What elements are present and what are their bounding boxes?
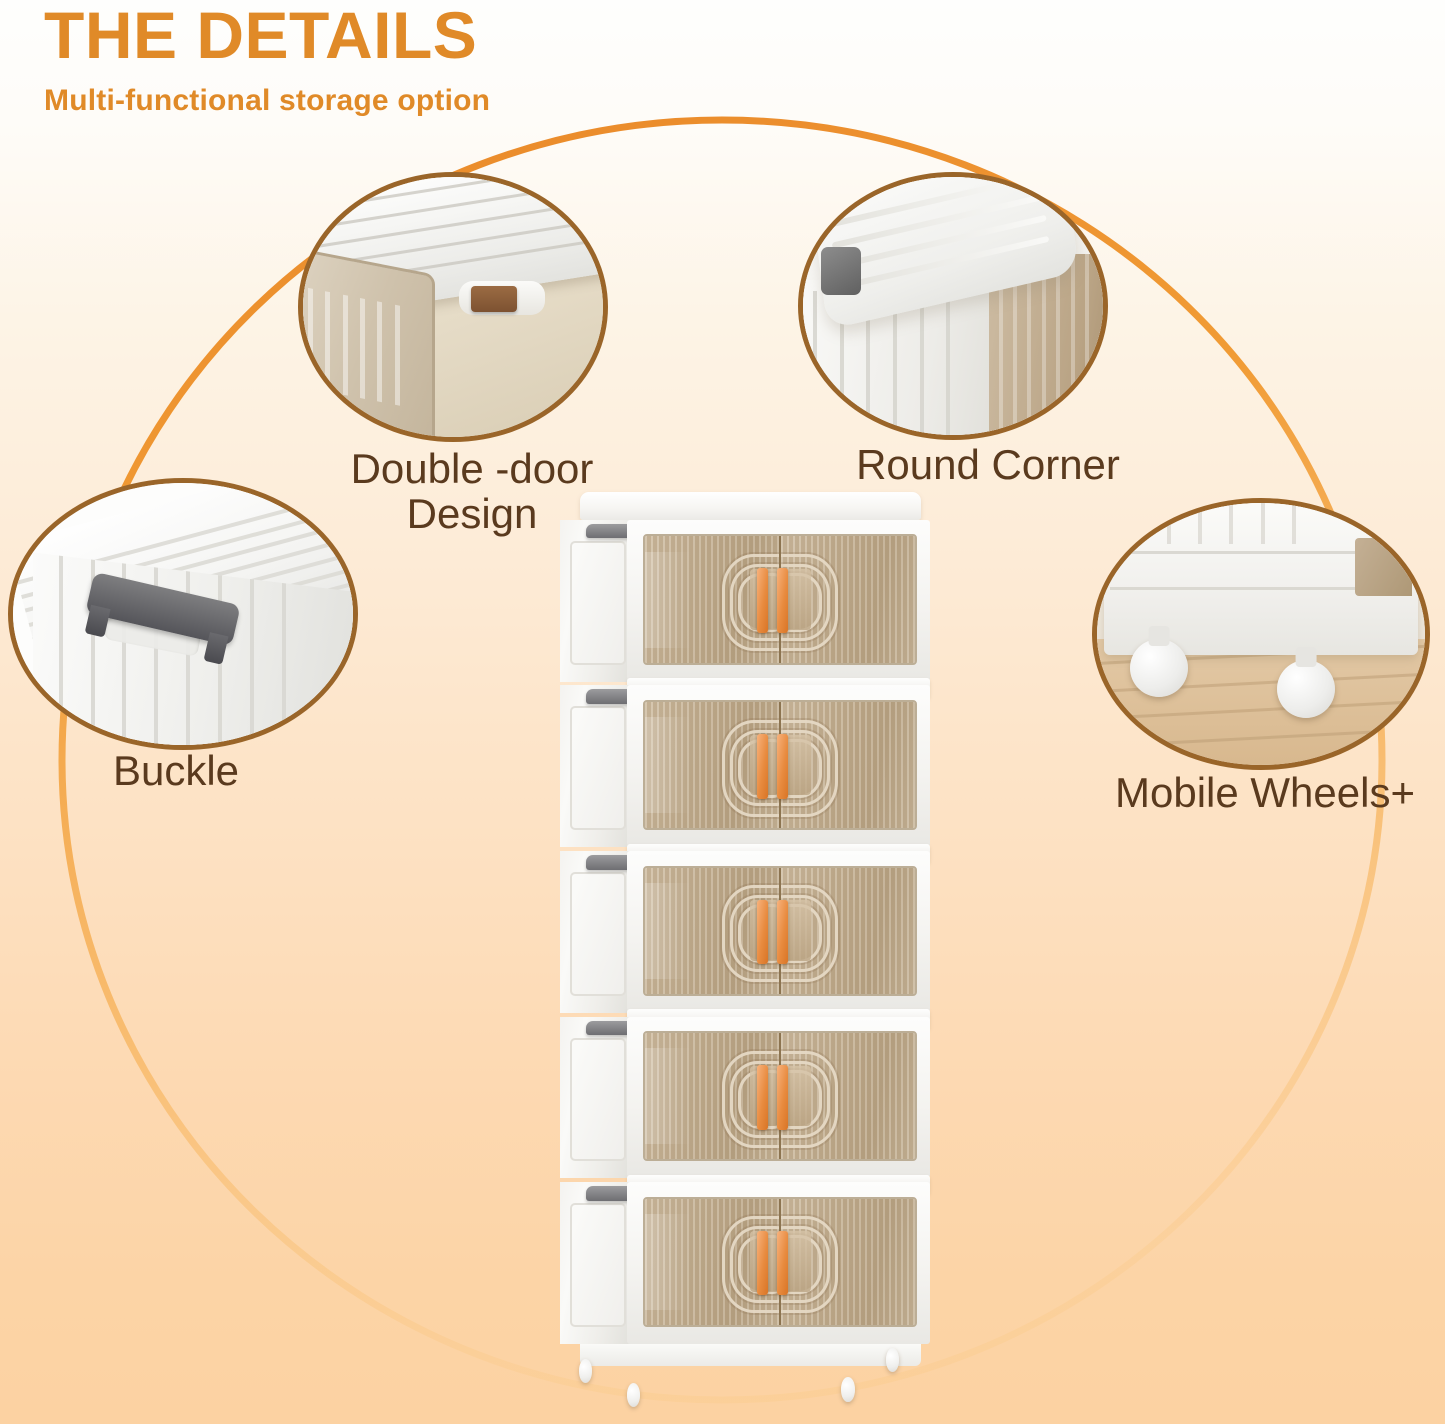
callout-buckle-caption: Buckle [112, 747, 240, 794]
page-title: THE DETAILS [44, 0, 478, 72]
tier-1-door-frame [626, 519, 930, 682]
tier-1-doors[interactable] [643, 534, 918, 665]
tier-2-handle-left[interactable] [757, 733, 768, 799]
tier-1-door-right[interactable] [779, 536, 916, 663]
tier-2-doors[interactable] [643, 700, 918, 831]
cabinet-tier-4 [560, 1016, 930, 1179]
callout-round-corner-caption: Round Corner [856, 441, 1120, 488]
caster-wheel-front-left [578, 1358, 593, 1383]
tier-4-door-left[interactable] [645, 1033, 780, 1160]
tier-2-door-frame [626, 685, 930, 848]
tier-3-doors[interactable] [643, 865, 918, 996]
caster-wheel-back-left [626, 1382, 641, 1408]
cabinet-tier-5 [560, 1182, 930, 1344]
cabinet-bottom [1103, 503, 1419, 655]
callout-mobile-wheels[interactable] [1092, 498, 1430, 770]
page-subtitle: Multi-functional storage option [44, 84, 491, 117]
tier-4-side-frame [560, 1016, 631, 1179]
callout-double-door-photo [298, 172, 608, 442]
tier-3-door-right[interactable] [779, 867, 916, 994]
caster-wheel-icon-right [1277, 660, 1336, 719]
tier-1-handle-right[interactable] [777, 568, 788, 634]
callout-buckle[interactable] [8, 478, 358, 750]
tier-1-side-frame [560, 519, 631, 682]
tier-2-handle-right[interactable] [777, 733, 788, 799]
cabinet-tier-3 [560, 850, 930, 1013]
door-latch-icon [471, 286, 517, 313]
tier-4-doors[interactable] [643, 1031, 918, 1162]
tier-5-side-frame [560, 1182, 631, 1344]
tier-4-handle-left[interactable] [757, 1065, 768, 1130]
door-panel [303, 245, 435, 437]
cabinet-base [580, 1343, 921, 1367]
tier-3-side-frame [560, 850, 631, 1013]
buckle-icon [821, 246, 861, 295]
tier-3-handle-left[interactable] [757, 899, 768, 965]
tier-4-handle-right[interactable] [777, 1065, 788, 1130]
callout-double-door-caption: Double -door Design [350, 445, 594, 538]
callout-buckle-photo [8, 478, 358, 750]
tier-5-handle-right[interactable] [777, 1230, 788, 1296]
callout-double-door[interactable] [298, 172, 608, 442]
cabinet-top-lid [580, 492, 921, 520]
product-image-storage-cabinet [560, 492, 930, 1422]
tier-2-door-left[interactable] [645, 702, 780, 829]
callout-round-corner[interactable] [798, 172, 1108, 440]
tier-4-door-frame [626, 1016, 930, 1179]
callout-mobile-wheels-caption: Mobile Wheels+ [1115, 769, 1415, 816]
tier-2-side-frame [560, 685, 631, 848]
tier-1-handle-left[interactable] [757, 568, 768, 634]
tier-5-door-frame [626, 1182, 930, 1344]
tier-3-door-left[interactable] [645, 867, 780, 994]
caster-wheel-front-right [885, 1347, 900, 1372]
callout-round-corner-photo [798, 172, 1108, 440]
tier-3-handle-right[interactable] [777, 899, 788, 965]
caster-wheel-back-right [841, 1377, 855, 1402]
caster-wheel-icon-left [1129, 639, 1188, 698]
header: THE DETAILS Multi-functional storage opt… [44, 2, 944, 118]
tier-3-door-frame [626, 850, 930, 1013]
cabinet-tier-1 [560, 519, 930, 682]
callout-mobile-wheels-photo [1092, 498, 1430, 770]
tier-4-door-right[interactable] [779, 1033, 916, 1160]
tier-1-door-left[interactable] [645, 536, 780, 663]
tier-5-handle-left[interactable] [757, 1230, 768, 1296]
cabinet-tier-2 [560, 685, 930, 848]
tier-2-door-right[interactable] [779, 702, 916, 829]
tier-5-door-right[interactable] [779, 1198, 916, 1325]
